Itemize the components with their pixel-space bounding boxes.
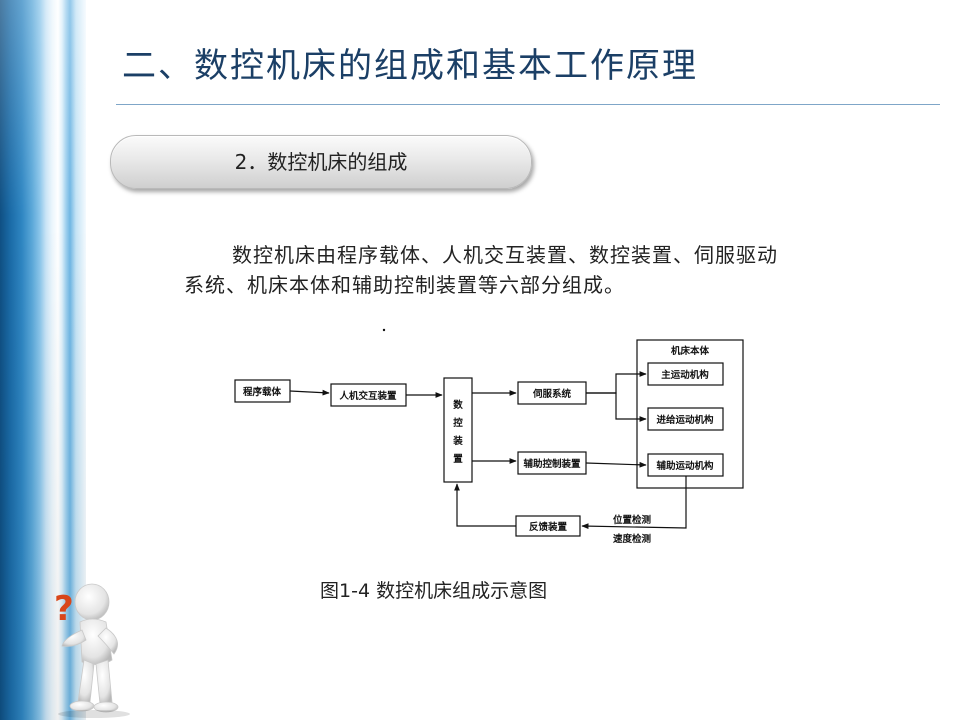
- section-pill: 2．数控机床的组成: [110, 135, 532, 189]
- page-title: 二、数控机床的组成和基本工作原理: [122, 46, 698, 86]
- svg-text:?: ?: [54, 589, 74, 629]
- section-pill-label: 2．数控机床的组成: [234, 150, 408, 174]
- stray-dot: [382, 328, 386, 332]
- box-main-motion: [647, 362, 724, 386]
- label-position-detect: 位置检测: [613, 514, 652, 526]
- arrow-carrier-to-hmi: [289, 389, 330, 396]
- label-feedback-device: 反馈装置: [529, 521, 568, 533]
- arrow-servo-to-feed: [586, 392, 647, 422]
- label-feed-motion: 进给运动机构: [656, 414, 714, 426]
- cnc-composition-diagram: 程序载体 人机交互装置 数 控 装 置 伺服系统 辅助控制装置 反馈装置 机床本…: [234, 328, 744, 545]
- label-hmi-device: 人机交互装置: [339, 390, 397, 402]
- label-program-carrier: 程序载体: [243, 386, 282, 398]
- box-nc-device: [443, 377, 473, 483]
- label-main-motion: 主运动机构: [661, 369, 709, 381]
- thinking-person-question-mark-icon: ?: [54, 583, 130, 718]
- arrow-feedback-to-nc: [454, 483, 516, 527]
- label-aux-control: 辅助控制装置: [523, 458, 581, 470]
- label-speed-detect: 速度检测: [613, 533, 652, 545]
- label-nc-char-1: 数: [452, 399, 463, 411]
- body-paragraph: 数控机床由程序载体、人机交互装置、数控装置、伺服驱动系统、机床本体和辅助控制装置…: [184, 243, 778, 297]
- label-nc-char-2: 控: [453, 417, 463, 429]
- box-machine-body: [636, 339, 744, 489]
- label-servo-system: 伺服系统: [532, 388, 572, 400]
- arrow-body-to-feedback: [581, 476, 687, 530]
- label-nc-char-3: 装: [452, 435, 463, 447]
- arrow-aux-to-auxmotion: [585, 461, 647, 468]
- figure-caption: 图1-4 数控机床组成示意图: [320, 580, 548, 602]
- label-nc-char-4: 置: [453, 453, 463, 465]
- box-feed-motion: [647, 407, 724, 431]
- title-divider: [116, 104, 940, 105]
- left-decorative-bar: [0, 0, 86, 720]
- label-aux-motion: 辅助运动机构: [656, 460, 714, 472]
- label-machine-body: 机床本体: [671, 345, 710, 357]
